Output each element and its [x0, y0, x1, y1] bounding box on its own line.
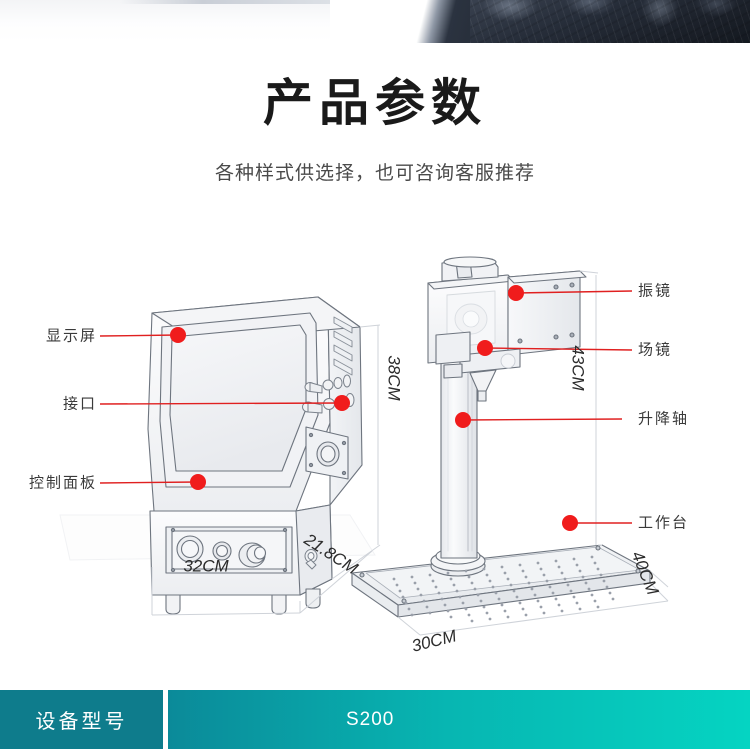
leader-line-lift-axis — [462, 418, 623, 421]
leader-line-control-panel — [99, 481, 199, 484]
callout-overlay — [99, 285, 633, 531]
callout-label-control-panel: 控制面板 — [28, 474, 97, 492]
dimension-width-console: 32CM — [183, 556, 229, 576]
marker-control-panel — [190, 474, 206, 490]
interface-plate — [305, 426, 349, 480]
leader-line-galvanometer — [515, 290, 633, 294]
marker-lift-axis — [455, 412, 471, 428]
top-photo-strip — [0, 0, 750, 43]
dimension-height-console: 38CM — [384, 355, 404, 401]
control-console — [147, 296, 363, 615]
spec-key-label: 设备型号 — [0, 690, 163, 749]
photo-fabric-region — [470, 0, 750, 43]
marker-field-lens — [477, 340, 493, 356]
callout-label-worktable: 工作台 — [638, 514, 690, 532]
marker-galvanometer — [508, 285, 524, 301]
leader-line-interface — [99, 402, 343, 405]
control-panel-recess — [165, 526, 293, 574]
callout-label-field-lens: 场镜 — [638, 341, 673, 359]
spec-bar: 设备型号 S200 — [0, 690, 750, 749]
photo-desk-edge — [120, 0, 450, 4]
marker-worktable — [562, 515, 578, 531]
worktable-perforations — [392, 555, 615, 623]
machine-dimension-lines — [397, 270, 669, 636]
callout-label-display: 显示屏 — [45, 327, 97, 345]
spec-value-model: S200 — [168, 690, 750, 749]
console-feet — [165, 588, 321, 615]
marker-interface — [334, 395, 350, 411]
product-diagram — [0, 215, 750, 680]
marker-display — [170, 327, 186, 343]
console-dimension-lines — [151, 324, 381, 616]
callout-label-interface: 接口 — [62, 395, 97, 413]
worktable — [351, 544, 651, 618]
callout-label-galvanometer: 振镜 — [638, 282, 673, 300]
column-bracket — [435, 331, 471, 379]
leader-line-field-lens — [484, 347, 633, 351]
dimension-height-machine: 43CM — [568, 345, 588, 391]
product-line-drawing — [59, 256, 669, 636]
callout-markers — [170, 285, 578, 531]
leader-line-display — [99, 334, 179, 337]
page-subtitle: 各种样式供选择，也可咨询客服推荐 — [214, 163, 535, 184]
laser-head-cap — [441, 256, 499, 282]
field-lens — [459, 348, 521, 402]
callout-label-lift-axis: 升降轴 — [638, 410, 690, 428]
leader-lines — [99, 290, 633, 524]
page-title: 产品参数 — [263, 75, 487, 131]
